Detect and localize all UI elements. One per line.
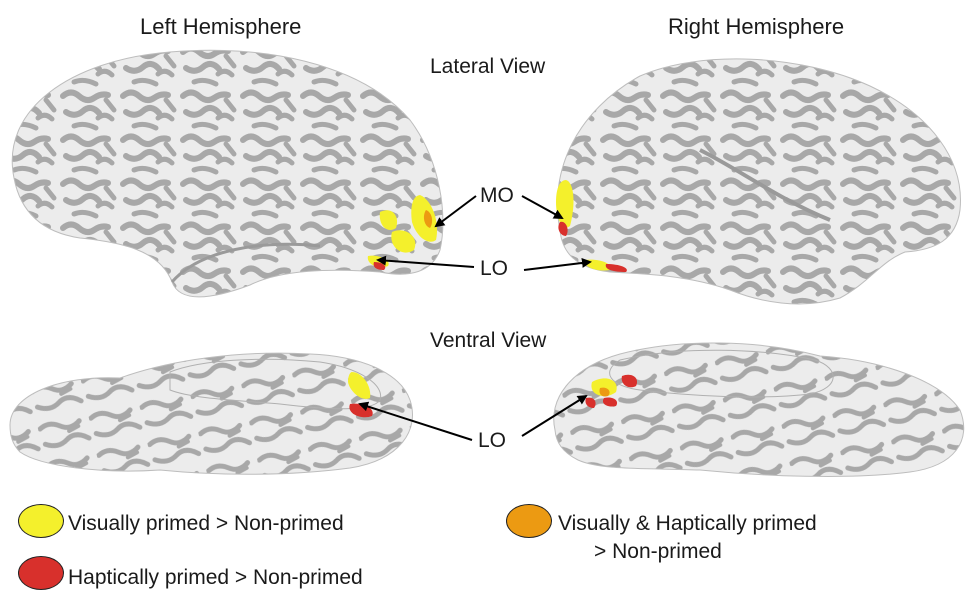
legend-swatch-red [18,556,64,590]
arrow-mo-right [522,196,562,218]
right-hemisphere-title: Right Hemisphere [668,16,844,38]
legend-text-visual: Visually primed > Non-primed [68,512,344,536]
legend-swatch-orange [506,504,552,538]
lo-lateral-label: LO [480,258,508,279]
lo-ventral-label: LO [478,430,506,451]
mo-label: MO [480,185,514,206]
legend-text-both-line1: Visually & Haptically primed [558,512,817,536]
left-hemisphere-title: Left Hemisphere [140,16,301,38]
legend-text-both-line2: > Non-primed [594,540,722,564]
left-ventral-brain [10,353,413,474]
legend-text-haptic: Haptically primed > Non-primed [68,566,363,590]
legend-swatch-yellow [18,504,64,538]
ventral-view-title: Ventral View [430,330,546,351]
right-ventral-brain [554,343,964,477]
lateral-view-title: Lateral View [430,56,545,77]
arrow-lo-right-lateral [524,262,590,270]
